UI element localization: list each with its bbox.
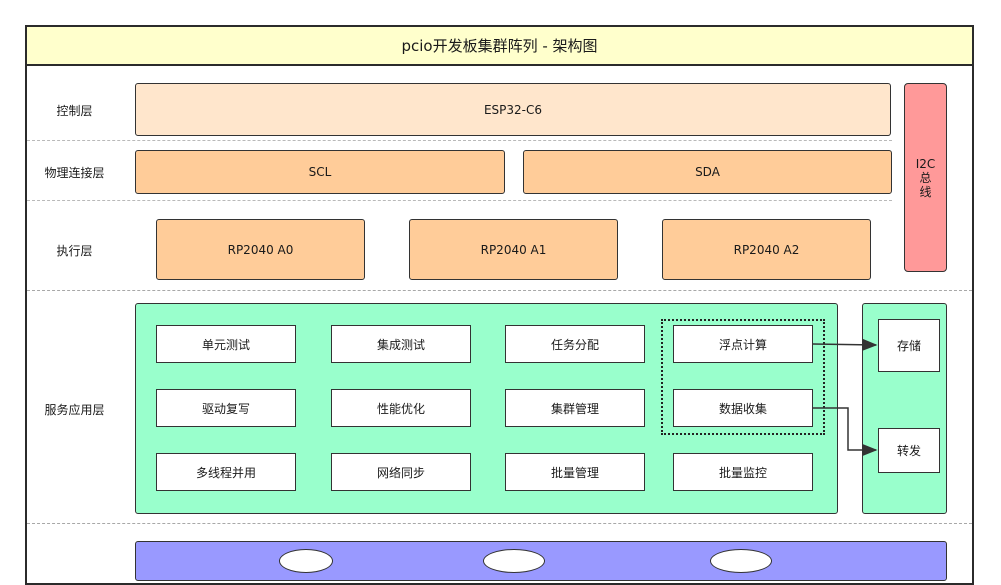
arrow-collect-to-forward: [813, 407, 878, 456]
i2c-bus-label-2: 总: [919, 170, 932, 185]
service-data-collect: 数据收集: [673, 389, 813, 427]
layer-label-execution: 执行层: [56, 243, 93, 258]
scl-box: SCL: [135, 150, 505, 194]
separator-physical-execution: [27, 200, 892, 201]
database-cylinder-1: [279, 549, 333, 573]
arrow-float-to-storage: [812, 338, 878, 351]
diagram-title: pcio开发板集群阵列 - 架构图: [25, 25, 974, 66]
i2c-bus-label-1: I2C: [915, 156, 936, 171]
database-cylinder-2: [483, 549, 545, 573]
service-batch-manage: 批量管理: [505, 453, 645, 491]
layer-label-service: 服务应用层: [44, 402, 105, 417]
service-driver-rewrite: 驱动复写: [156, 389, 296, 427]
i2c-bus-label-3: 线: [919, 184, 932, 199]
service-performance: 性能优化: [331, 389, 471, 427]
output-forward: 转发: [878, 428, 940, 473]
rp2040-a0-box: RP2040 A0: [156, 219, 365, 280]
sda-box: SDA: [523, 150, 892, 194]
service-unit-test: 单元测试: [156, 325, 296, 363]
separator-control-physical: [27, 140, 892, 141]
separator-execution-service: [27, 290, 972, 291]
connector-layer: [812, 338, 878, 456]
service-task-assign: 任务分配: [505, 325, 645, 363]
database-cylinder-3: [710, 549, 772, 573]
esp32-c6-box: ESP32-C6: [135, 83, 891, 136]
compute-group-outline: [661, 319, 825, 435]
service-batch-monitor: 批量监控: [673, 453, 813, 491]
service-cluster-manage: 集群管理: [505, 389, 645, 427]
service-network-sync: 网络同步: [331, 453, 471, 491]
layer-label-control: 控制层: [56, 103, 93, 118]
output-storage: 存储: [878, 319, 940, 372]
rp2040-a1-box: RP2040 A1: [409, 219, 618, 280]
layer-label-physical: 物理连接层: [44, 165, 105, 180]
service-multithread: 多线程并用: [156, 453, 296, 491]
separator-service-storage: [27, 523, 972, 524]
rp2040-a2-box: RP2040 A2: [662, 219, 871, 280]
service-integration-test: 集成测试: [331, 325, 471, 363]
i2c-bus-box: I2C 总 线: [904, 83, 947, 272]
service-float-compute: 浮点计算: [673, 325, 813, 363]
